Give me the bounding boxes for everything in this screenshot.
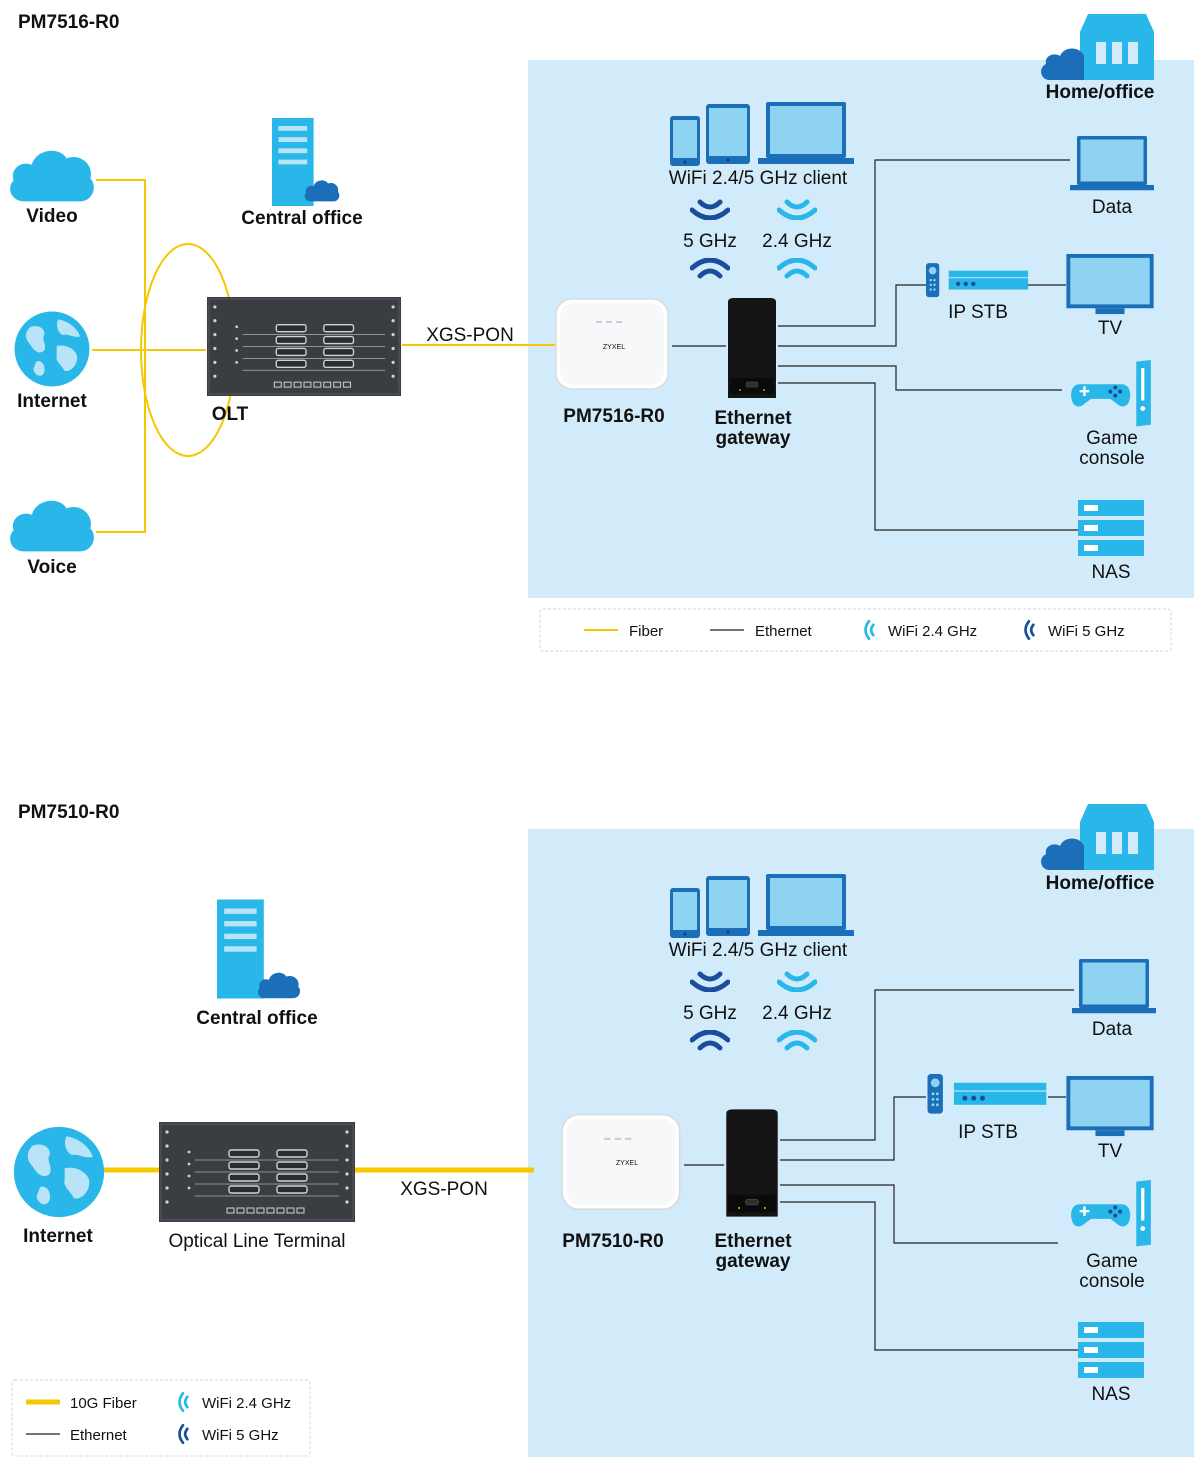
laptop-icon [758,102,854,164]
tv-label: TV [1098,318,1123,339]
bottom-phone-icon [670,888,700,938]
olt-device-icon [206,297,402,396]
bottom-legend-ethernet-label: Ethernet [70,1427,128,1444]
bottom-nas-label: NAS [1091,1384,1130,1405]
bottom-olt-device-icon [158,1122,356,1222]
video-cloud-icon [10,150,94,202]
bottom-wifi-client-label: WiFi 2.4/5 GHz client [669,940,848,961]
bottom-band-24ghz-label: 2.4 GHz [762,1003,832,1024]
bottom-gateway-label-line2: gateway [716,1251,791,1272]
nas-label: NAS [1091,562,1130,583]
bottom-ethernet-gateway-icon [725,1108,779,1218]
bottom-title: PM7510-R0 [18,802,119,823]
ont-brand-text: ZYXEL [603,344,625,351]
bottom-nas-icon [1078,1322,1144,1378]
bottom-internet-globe-icon [13,1126,105,1218]
bottom-legend-fiber-label: 10G Fiber [70,1395,137,1412]
bottom-central-office-cloud-icon [257,972,301,999]
bottom-game-label-line1: Game [1086,1251,1138,1272]
bottom-xgs-pon-label: XGS-PON [400,1179,488,1200]
central-office-label: Central office [241,208,362,229]
top-diagram: PM7516-R0 Video Internet Voice C [10,12,1194,652]
bottom-band-5ghz-label: 5 GHz [683,1003,737,1024]
legend-wifi24-label: WiFi 2.4 GHz [888,623,977,640]
olt-label: OLT [212,404,249,425]
ethernet-gateway-icon [727,298,777,398]
bottom-laptop-icon [758,874,854,936]
bottom-data-label: Data [1092,1019,1133,1040]
game-label-line1: Game [1086,428,1138,449]
tv-icon [1066,254,1154,315]
legend-wifi5-label: WiFi 5 GHz [1048,623,1125,640]
home-office-building-icon [1041,14,1154,80]
phone-icon [670,116,700,166]
voice-cloud-icon [10,500,94,552]
bottom-legend: 10G Fiber Ethernet WiFi 2.4 GHz WiFi 5 G… [11,1379,311,1457]
top-title: PM7516-R0 [18,12,119,33]
bottom-central-office-server-icon [217,899,264,999]
xgs-pon-label: XGS-PON [426,325,514,346]
gateway-label-line1: Ethernet [714,408,792,429]
band-24ghz-label: 2.4 GHz [762,231,832,252]
bottom-tv-label: TV [1098,1141,1123,1162]
bottom-data-laptop-icon [1072,959,1156,1014]
bottom-ont-brand-text: ZYXEL [616,1160,638,1167]
legend-fiber-label: Fiber [629,623,663,640]
wifi-client-label: WiFi 2.4/5 GHz client [669,168,848,189]
data-laptop-icon [1070,136,1154,191]
bottom-ip-stb-label: IP STB [958,1122,1018,1143]
video-label: Video [26,206,77,227]
legend-ethernet-label: Ethernet [755,623,813,640]
bottom-internet-label: Internet [23,1226,93,1247]
band-5ghz-label: 5 GHz [683,231,737,252]
bottom-legend-wifi5-label: WiFi 5 GHz [202,1427,279,1444]
ont-label: PM7516-R0 [563,406,664,427]
gateway-label-line2: gateway [716,428,791,449]
bottom-ethernet-lines [684,989,1078,1351]
internet-globe-icon [14,311,90,387]
data-label: Data [1092,197,1133,218]
bottom-tablet-icon [706,876,750,936]
internet-label: Internet [17,391,87,412]
bottom-diagram: PM7510-R0 Central office Internet Optica… [11,802,1194,1457]
bottom-game-label-line2: console [1079,1271,1145,1292]
bottom-central-office-label: Central office [196,1008,317,1029]
nas-icon [1078,500,1144,556]
bottom-home-office-label: Home/office [1046,873,1155,894]
game-label-line2: console [1079,448,1145,469]
bottom-legend-wifi24-label: WiFi 2.4 GHz [202,1395,291,1412]
voice-label: Voice [27,557,76,578]
home-office-label: Home/office [1046,82,1155,103]
bottom-olt-label: Optical Line Terminal [168,1231,345,1252]
bottom-ont-label: PM7510-R0 [562,1231,663,1252]
bottom-gateway-label-line1: Ethernet [714,1231,792,1252]
tablet-icon [706,104,750,164]
bottom-tv-icon [1066,1076,1154,1137]
ethernet-lines [672,159,1078,531]
top-legend: Fiber Ethernet WiFi 2.4 GHz WiFi 5 GHz [539,608,1172,652]
ip-stb-label: IP STB [948,302,1008,323]
